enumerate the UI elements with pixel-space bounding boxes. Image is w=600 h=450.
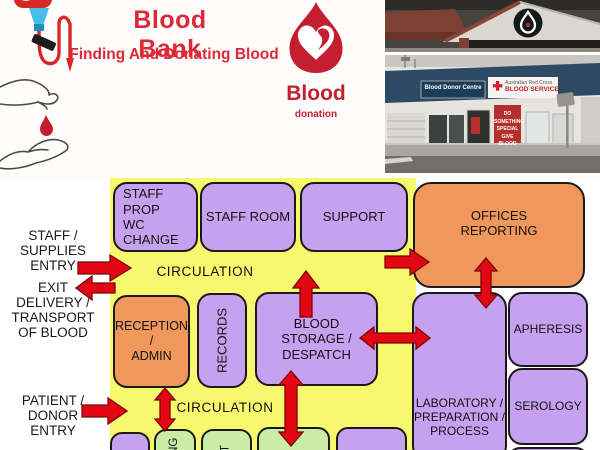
blood-service-label: BLOOD SERVICE [505,86,559,93]
arrow-staff-entry [77,253,133,283]
logo-donation-label: donation [294,109,338,120]
room-support: SUPPORT [300,182,408,252]
room-bottom-right [336,427,407,450]
floorplan-section: STAFF PROP WC CHANGE STAFF ROOM SUPPORT … [0,178,600,450]
blood-bank-title: Blood Bank [133,6,207,63]
arrow-offices-laboratory [473,256,499,310]
arrow-storage-up [291,269,321,318]
room-reception-admin: RECEPTION / ADMIN [113,295,190,388]
flow-arrows [74,247,499,447]
give-blood-poster: DO SOMETHING SPECIAL GIVE BLOOD [494,111,525,147]
red-cross-icon [492,81,503,91]
arrow-to-offices [384,247,431,277]
arrow-patient-entry [81,396,129,426]
building-photo-front: Blood Donor Centre Australian Red Cross … [385,55,600,173]
blood-drop-heart-icon [289,1,343,74]
drop-logo-icon [513,8,543,38]
street-sign [556,92,575,148]
room-serology: SEROLOGY [508,368,588,445]
hands-illustration [0,79,69,170]
room-staff-room: STAFF ROOM [200,182,296,252]
entry-label-exit-delivery: EXIT DELIVERY / TRANSPORT OF BLOOD [11,280,95,341]
entry-label-patient-donor: PATIENT / DONOR ENTRY [21,393,85,439]
blood-bank-subtitle: Finding And Donating Blood [69,46,279,63]
building-sign-label: Blood Donor Centre [424,85,482,91]
circulation-upper-label: CIRCULATION [156,264,254,279]
arrow-exit-delivery [74,274,116,302]
room-laboratory-preparation-process: LABORATORY / PREPARATION / PROCESS [412,292,507,450]
arrow-storage-donation [277,370,305,447]
room-bottom-left [110,432,150,450]
blood-drop-icon [40,115,53,136]
room-offices-reporting: OFFICES REPORTING [413,182,585,288]
building-photo-top [385,0,600,52]
arrow-reception-screening [153,386,177,433]
iv-drip-illustration [14,0,74,72]
org-name-label: Australian Red Cross [505,80,553,86]
entry-label-staff-supplies: STAFF / SUPPLIES ENTRY [19,228,87,274]
logo-blood-label: Blood [286,82,346,105]
room-apheresis: APHERESIS [508,292,588,367]
room-staff-prop-wc-change: STAFF PROP WC CHANGE [113,182,198,252]
arrow-storage-laboratory [358,325,432,351]
storefront-graphic [385,55,600,173]
circulation-lower-label: CIRCULATION [176,400,274,415]
